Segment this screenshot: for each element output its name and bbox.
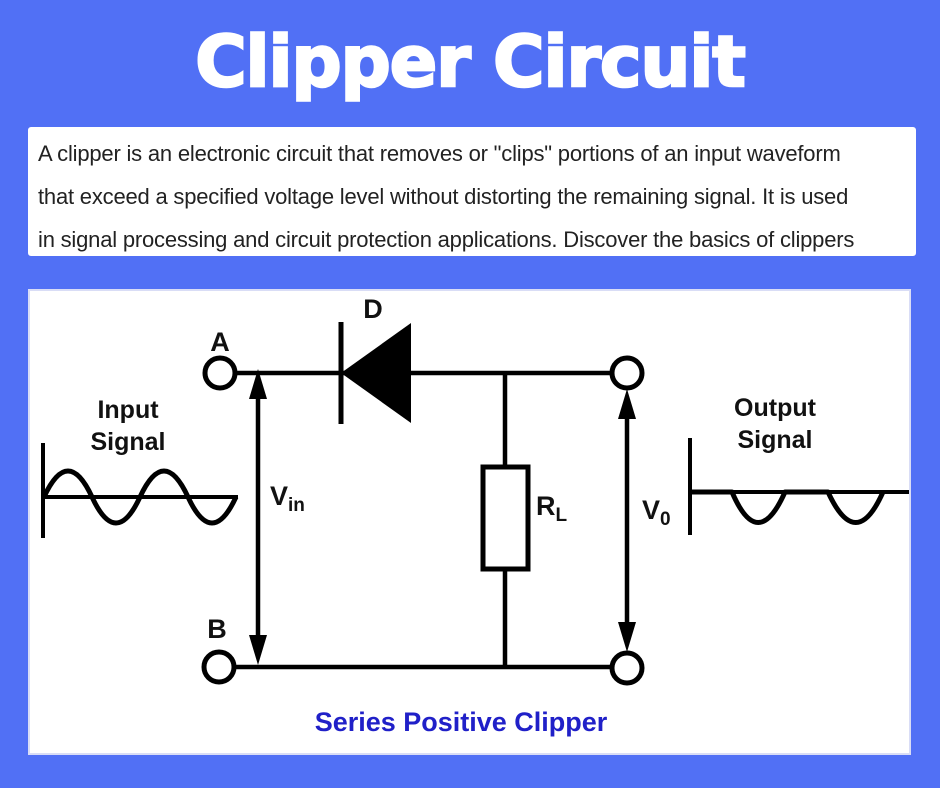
vin-arrowhead-down [249,635,267,665]
vout-label: V0 [642,495,671,530]
vin-arrowhead-up [249,369,267,399]
output-clipped-wave [690,489,886,525]
resistor-label: RL [536,491,568,526]
title-bar: Clipper Circuit [0,0,940,127]
input-sine-wave [41,468,239,526]
resistor-body [480,464,531,572]
output-terminal-top-circle [609,355,645,391]
circuit-caption: Series Positive Clipper [314,707,608,737]
circuit-diagram-svg [41,322,909,686]
output-signal-sketch [688,438,909,535]
diode-label: D [363,294,383,324]
description-line-1: A clipper is an electronic circuit that … [38,141,841,166]
diode-triangle [341,323,411,423]
terminal-a-circle [202,355,238,391]
vout-arrowhead-down [618,622,636,652]
output-signal-label: Output Signal [734,394,816,454]
description-box: A clipper is an electronic circuit that … [28,127,916,256]
terminal-b-label: B [207,614,227,644]
description-line-2: that exceed a specified voltage level wi… [38,184,849,209]
vout-arrow [618,389,636,652]
input-signal-sketch [41,443,239,538]
page-title: Clipper Circuit [194,19,747,104]
terminal-a-label: A [210,327,230,357]
vout-arrowhead-up [618,389,636,419]
terminal-b-circle [201,649,237,685]
input-signal-label: Input Signal [90,396,166,456]
vin-label: Vin [270,481,305,516]
circuit-panel: A B D Vin RL V0 Input Signal Output Sign… [30,291,909,753]
output-terminal-bottom-circle [609,650,645,686]
vin-arrow [249,369,267,665]
description-line-3: in signal processing and circuit protect… [38,227,855,252]
